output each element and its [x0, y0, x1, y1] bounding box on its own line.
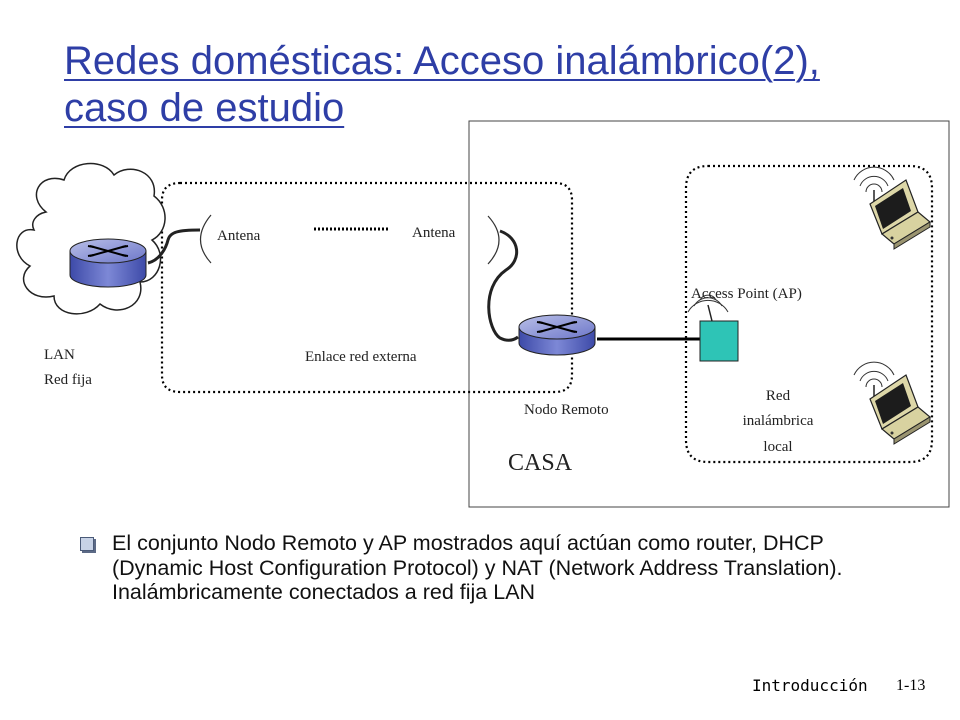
lan-router-icon	[69, 238, 147, 288]
access-point-icon	[687, 294, 739, 362]
remote-node-label: Nodo Remoto	[524, 402, 609, 418]
antenna-right-icon	[487, 215, 500, 265]
checkbox-bullet-icon	[80, 537, 94, 551]
wlan-region	[684, 164, 934, 464]
remote-node-router-icon	[518, 314, 596, 356]
footer-section-label: Introducción	[752, 676, 868, 695]
lan-cable	[147, 228, 201, 265]
remote-cable	[487, 229, 519, 342]
laptop-bottom-icon	[853, 361, 932, 445]
wlan-label-line3: local	[763, 439, 792, 455]
antenna-right-label: Antena	[412, 225, 456, 241]
bullet-text: El conjunto Nodo Remoto y AP mostrados a…	[112, 531, 843, 604]
external-link-label: Enlace red externa	[305, 349, 417, 365]
lan-label-line2: Red fija	[44, 372, 92, 388]
title-line-2: caso de estudio	[64, 86, 345, 130]
house-label: CASA	[508, 450, 573, 476]
antenna-left-label: Antena	[217, 228, 261, 244]
laptop-top-icon	[853, 166, 932, 250]
house-box	[468, 120, 950, 508]
title-line-1: Redes domésticas: Acceso inalámbrico(2),	[64, 39, 820, 83]
lan-label-line1: LAN	[44, 347, 75, 363]
slide-title: Redes domésticas: Acceso inalámbrico(2),…	[64, 38, 924, 132]
page-number: 1-13	[896, 677, 926, 694]
lan-cloud	[16, 162, 166, 315]
wlan-label-line2: inalámbrica	[743, 413, 814, 429]
access-point-label: Access Point (AP)	[691, 286, 802, 302]
wlan-label-line1: Red	[766, 388, 791, 404]
antenna-left-icon	[199, 214, 212, 264]
